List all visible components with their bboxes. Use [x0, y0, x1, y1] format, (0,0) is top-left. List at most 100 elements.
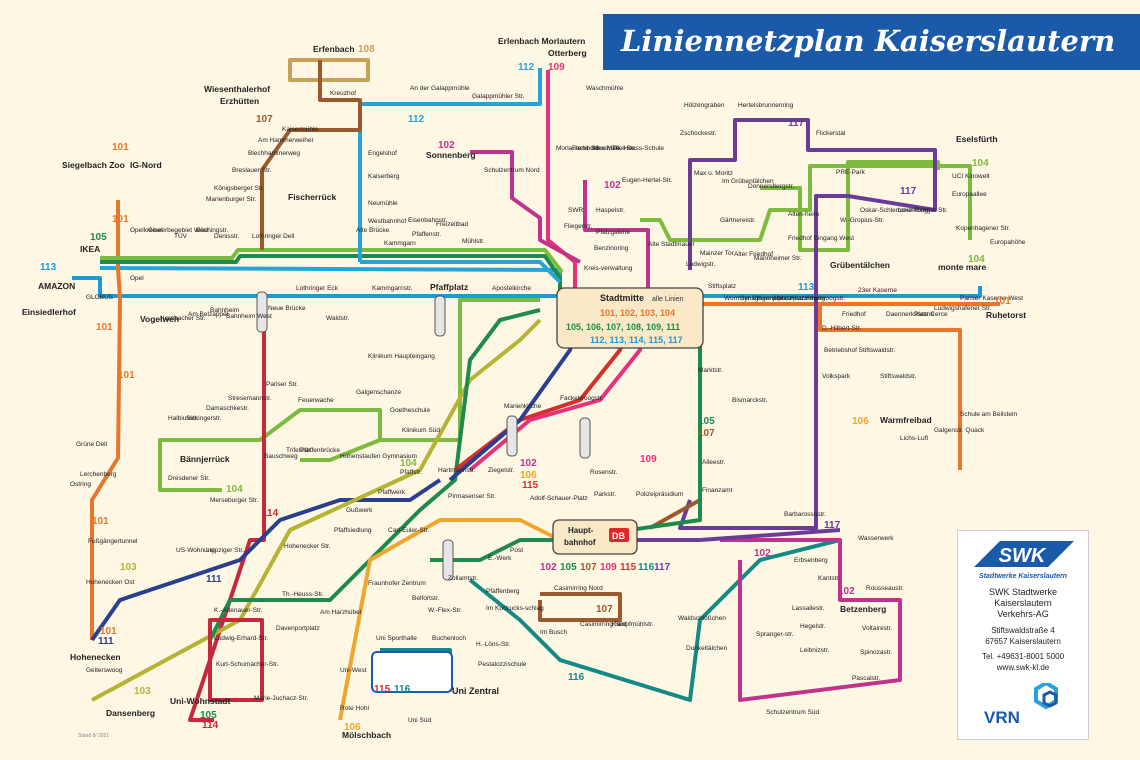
stop-label-191: Lassallestr. — [792, 605, 825, 612]
stop-label-23: Einsiedlerhof — [22, 307, 76, 317]
stop-label-168: Uni Süd — [408, 717, 432, 724]
stop-label-135: Rosenstr. — [590, 469, 618, 476]
stop-label-115: Goetheschule — [390, 407, 430, 414]
stop-label-165: Uni-West — [340, 667, 367, 674]
line-number-l105d: 105 — [560, 562, 577, 573]
line-number-l109b: 109 — [640, 454, 657, 465]
uni-zentral-name: Uni Zentral — [452, 686, 499, 696]
stop-label-158: K.-Adenauer-Str. — [214, 607, 263, 614]
stop-label-137: Polizeipräsidium — [636, 491, 683, 498]
uni-zentral-hub[interactable] — [371, 651, 453, 693]
line-number-l103b: 103 — [134, 686, 151, 697]
stop-label-84: Luxemburger Str. — [898, 207, 948, 214]
line-number-l104d: 104 — [400, 458, 417, 469]
stop-label-76: UCI Kinowelt — [952, 173, 990, 180]
stadtmitte-hub[interactable] — [556, 287, 704, 349]
stop-label-72: Alten-heim — [788, 211, 819, 218]
line-number-l102f: 102 — [838, 586, 855, 597]
stop-label-173: W.-Flex-Str. — [428, 607, 462, 614]
stop-label-109: Volkspark — [822, 373, 851, 380]
stop-label-93: Synagogenplatz — [740, 295, 787, 302]
line-number-l107b: 107 — [698, 428, 715, 439]
stop-label-53: Fachhochschule — [572, 145, 620, 152]
stop-label-92: Kennelplatz — [758, 295, 792, 302]
stop-label-147: Pfaffwerk — [378, 489, 406, 496]
stop-label-195: Spranger-str. — [756, 631, 794, 638]
stop-label-32: Apostelkirche — [492, 285, 531, 292]
stop-label-169: Uni Sporthalle — [376, 635, 417, 642]
stop-label-118: Bännjerrück — [180, 454, 230, 464]
stadtmitte-lines-row3: 112, 113, 114, 115, 117 — [590, 335, 683, 345]
line-number-l104b: 104 — [968, 254, 985, 265]
route-line-112-8 — [360, 260, 562, 284]
stop-label-104: Pariser Kaserne West — [960, 295, 1023, 302]
stop-label-89: Alter Friedhof — [734, 251, 773, 258]
stop-label-63: Kreis-verwaltung — [584, 265, 633, 272]
stop-label-39: An der Galappmühle — [410, 85, 470, 92]
stop-label-56: Schulzentrum Nord — [484, 167, 540, 174]
line-number-l112a: 112 — [518, 62, 535, 73]
stop-label-141: Marktstr. — [698, 367, 723, 374]
stop-label-14: Gewerbegebiet West — [148, 227, 209, 234]
line-number-l102b: 102 — [604, 180, 621, 191]
stop-label-105: Ruhetorst — [986, 310, 1026, 320]
stop-label-60: Fliegerstr. — [564, 223, 593, 230]
line-number-l117b: 117 — [900, 186, 917, 197]
stop-label-149: Carl-Euler-Str. — [388, 527, 429, 534]
vrn-logo-text: VRN — [984, 708, 1020, 727]
stop-label-123: Halbiusstr. — [168, 415, 199, 422]
stop-label-114: Feuerwache — [298, 397, 334, 404]
route-line-107-31 — [538, 592, 622, 622]
stop-label-19: IKEA — [80, 244, 100, 254]
stop-label-45: Westbahnhof — [368, 218, 406, 225]
stop-label-130: Fackelwoogstr. — [560, 395, 604, 402]
stop-label-181: Casimirring Süd — [580, 621, 627, 628]
stop-label-66: Zschockestr. — [680, 130, 717, 137]
map-title: Liniennetzplan Kaiserslautern — [621, 24, 1116, 58]
line-number-l107c: 107 — [596, 604, 613, 615]
stop-label-54: Alex-Müller-Str. — [592, 145, 637, 152]
stop-label-17: Denisstr. — [214, 233, 239, 240]
route-line-102-10 — [470, 150, 581, 264]
stop-label-81: monte mare — [938, 262, 986, 272]
stop-label-182: Im Busch — [540, 629, 567, 636]
stadtmitte-name: Stadtmitte — [600, 293, 644, 303]
line-number-l101a: 101 — [112, 142, 129, 153]
line-number-l105c: 105 — [698, 416, 715, 427]
swk-name-1: SWK Stadtwerke — [988, 587, 1058, 597]
stop-label-91: Messeplatz — [774, 295, 807, 302]
stop-label-55: Th.-Heuss-Schule — [612, 145, 664, 152]
stop-labels: ErfenbachKreuzhofWiesenthalerhofErzhütte… — [22, 36, 1026, 740]
stop-label-152: Hohenecker Str. — [284, 543, 331, 550]
stop-label-21: GLOBUS — [86, 294, 114, 301]
stop-label-174: E.-Werk — [488, 555, 512, 562]
stop-label-82: W.-Gropius-Str. — [840, 217, 885, 224]
line-number-l109a: 109 — [548, 62, 565, 73]
stop-label-49: Pfaffenstr. — [412, 231, 441, 238]
stop-label-5: Am Hammerweiher — [258, 137, 314, 144]
stop-label-112: Pariser Str. — [266, 381, 298, 388]
stop-label-125: Damaschkestr. — [206, 405, 249, 412]
line-number-l108: 108 — [358, 44, 375, 55]
stop-label-136: Parkstr. — [594, 491, 616, 498]
stop-label-132: Hartmannstr. — [438, 467, 475, 474]
stop-label-160: Kurt-Schumacher-Str. — [216, 661, 279, 668]
stop-label-88: Ludwigstr. — [686, 261, 715, 268]
stop-label-22: Opel — [130, 275, 144, 282]
line-number-l101d: 101 — [118, 370, 135, 381]
stop-label-192: Betzenberg — [840, 604, 886, 614]
line-number-l101b: 101 — [112, 214, 129, 225]
stop-label-142: Grüne Dell — [76, 441, 108, 448]
route-line-108-15 — [288, 58, 370, 82]
stop-label-151: Leipziger Str. — [206, 547, 244, 554]
swk-tagline: Stadtwerke Kaiserslautern — [979, 573, 1067, 580]
stop-label-171: Zollamtstr. — [448, 575, 478, 582]
stop-label-126: Stresemannstr. — [228, 395, 272, 402]
stop-label-140: Bismarckstr. — [732, 397, 768, 404]
stop-label-122: Bauschweg — [264, 453, 298, 460]
line-number-labels: 1011011011011011011011021021021021031031… — [40, 44, 1011, 733]
stop-label-167: Mölschbach — [342, 730, 391, 740]
route-line-116-26 — [468, 538, 841, 702]
stop-label-68: Max u. Moritz — [694, 170, 733, 177]
swk-name-2: Kaiserslautern — [994, 598, 1052, 608]
